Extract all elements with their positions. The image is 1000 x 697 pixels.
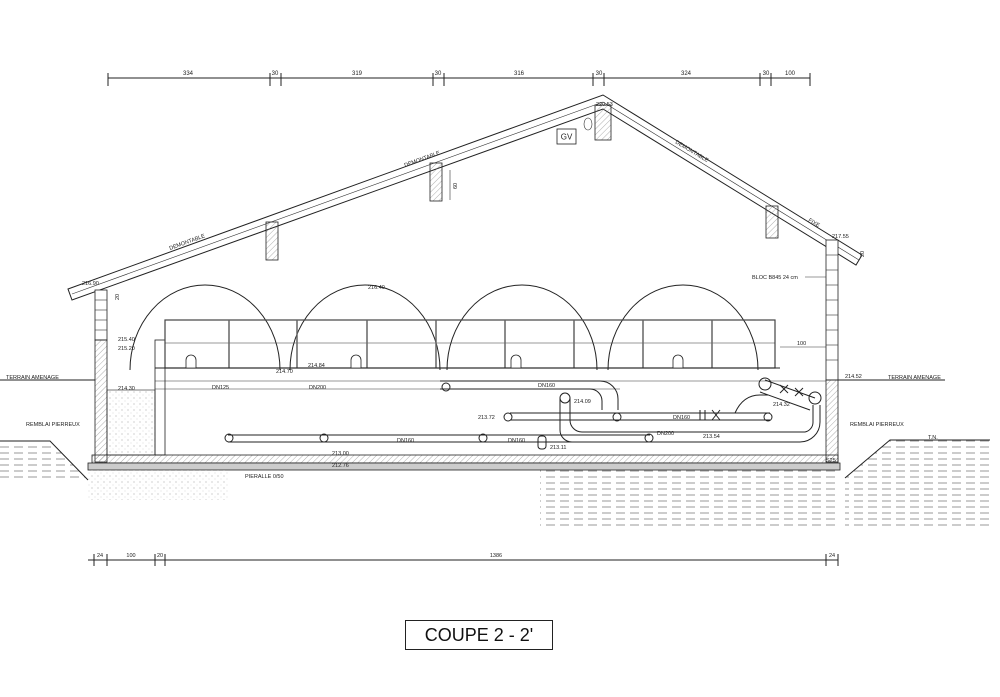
level: 215.20 <box>118 346 135 352</box>
purlin <box>265 221 279 261</box>
platform-frame: 100 <box>155 319 826 390</box>
dim-label: 100 <box>785 71 796 77</box>
dim-label: 24 <box>829 553 835 559</box>
fan-icon <box>583 117 593 131</box>
dim-label: 316 <box>514 71 525 77</box>
dim-label: 24 <box>97 553 103 559</box>
remblai-left: REMBLAI PIERREUX <box>26 422 80 428</box>
roof-panel-label: FIXE <box>807 218 821 230</box>
top-dimension-line: 334 30 319 30 316 30 324 30 100 <box>107 71 811 86</box>
level: 214.52 <box>845 374 862 380</box>
level: 214.30 <box>118 386 135 392</box>
pipe-label: DN160 <box>673 415 690 421</box>
s25-label: S25 <box>826 458 836 464</box>
bloc-label: BLOC B845 24 cm <box>752 275 798 281</box>
dim-100: 100 <box>797 341 806 347</box>
ground: TERRAIN AMENAGE TERRAIN AMENAGE REMBLAI … <box>0 275 990 530</box>
dim-label: 100 <box>126 553 135 559</box>
bottom-dimension-line: 24 100 20 1386 24 <box>88 553 839 566</box>
purlin <box>429 162 443 202</box>
level: 212.76 <box>332 463 349 469</box>
level-left-eave: 216.90 <box>82 281 99 287</box>
pipe-label: DN200 <box>657 431 674 437</box>
level: 213.11 <box>550 445 566 451</box>
tn-label: T.N. <box>928 435 938 441</box>
pipe-label: DN125 <box>212 385 229 391</box>
level: 214.32 <box>773 402 790 408</box>
level: 213.54 <box>703 434 720 440</box>
dim-label: 334 <box>183 71 194 77</box>
dim-label: 30 <box>596 71 603 77</box>
walls <box>87 239 841 471</box>
pipe-label: DN200 <box>309 385 326 391</box>
dim-label: 1386 <box>490 553 502 559</box>
level-right-eave: 217.55 <box>832 234 849 240</box>
ridge-beam <box>594 104 612 141</box>
domes <box>129 284 759 371</box>
level-markers: 216.40 215.40 215.20 214.84 214.70 214.3… <box>118 285 862 469</box>
level: 214.84 <box>308 363 325 369</box>
level: 214.09 <box>574 399 591 405</box>
dim-label: 30 <box>272 71 279 77</box>
purlin-dim: 60 <box>453 183 459 189</box>
dim-label: 30 <box>435 71 442 77</box>
dim-label: 30 <box>763 71 770 77</box>
remblai-right: REMBLAI PIERREUX <box>850 422 904 428</box>
pipe-label: DN160 <box>538 383 555 389</box>
purlin <box>765 205 779 239</box>
pipe-label: DN160 <box>508 438 525 444</box>
terrain-right: TERRAIN AMENAGE <box>888 375 941 381</box>
dim-label: 319 <box>352 71 363 77</box>
level: 216.40 <box>368 285 385 291</box>
floor-slab <box>91 454 839 464</box>
level: 215.40 <box>118 337 135 343</box>
pieralle-label: PIERALLE 0/50 <box>245 474 284 480</box>
dim-left: 20 <box>115 294 121 300</box>
level: 213.00 <box>332 451 349 457</box>
roof: 60 DEMONTABLE DEMONTABLE DEMONTABLE FIXE… <box>67 94 866 301</box>
level: 213.72 <box>478 415 495 421</box>
dim-label: 324 <box>681 71 692 77</box>
level-ridge: 220.53 <box>596 102 613 108</box>
gv-label: GV <box>561 133 573 142</box>
terrain-left: TERRAIN AMENAGE <box>6 375 59 381</box>
pipework: DN125 DN200 DN160 DN160 DN160 DN160 DN20… <box>212 377 822 450</box>
pipe-label: DN160 <box>397 438 414 444</box>
dim-right: 20 <box>860 251 866 257</box>
dim-label: 20 <box>157 553 163 559</box>
section-title: COUPE 2 - 2' <box>405 620 553 650</box>
level: 214.70 <box>276 369 293 375</box>
